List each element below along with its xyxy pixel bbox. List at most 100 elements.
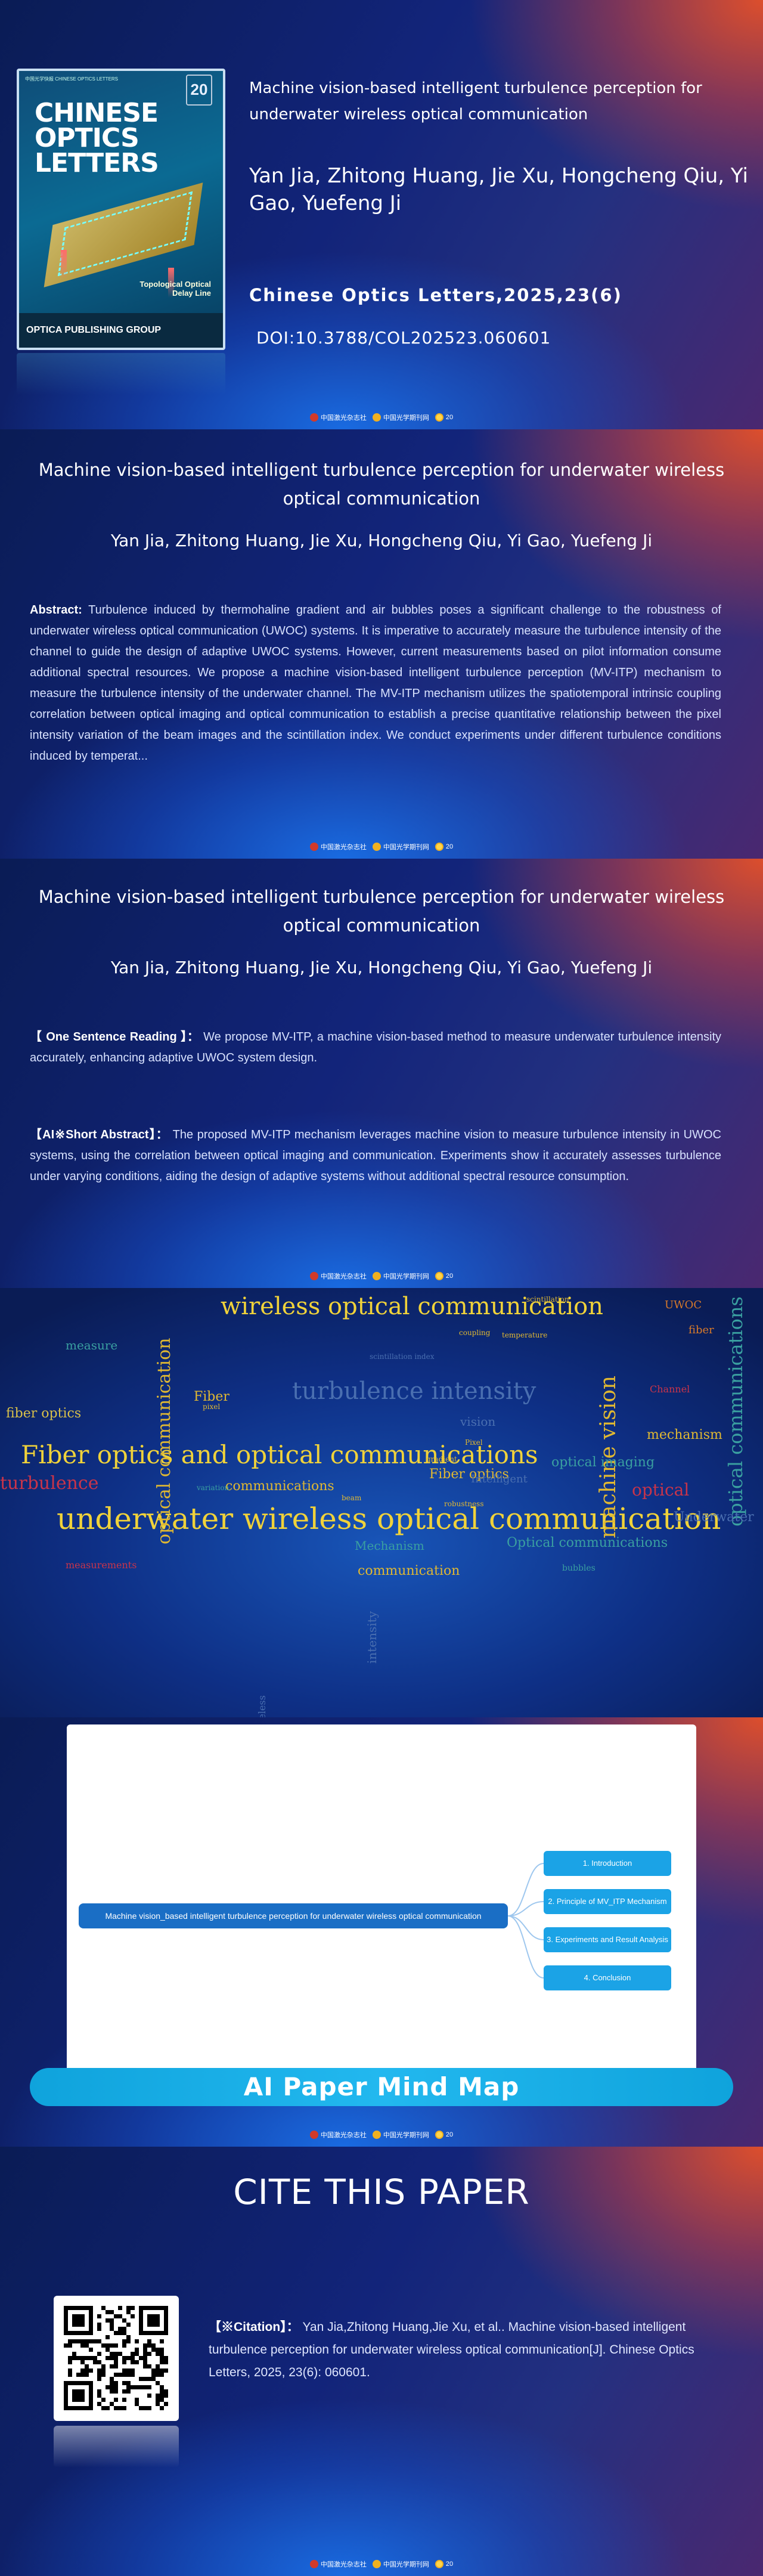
journal-net-logo: 中国光学期刊网	[372, 2130, 429, 2140]
anniversary-logo: 20	[435, 413, 453, 422]
anniversary-badge: 20	[186, 75, 212, 106]
mind-map-connectors	[507, 1863, 544, 1979]
logo-text: 20	[445, 1272, 454, 1280]
word-cloud-term: scintillation	[526, 1295, 569, 1304]
cover-top-text: 中国光学快报 CHINESE OPTICS LETTERS	[25, 76, 119, 82]
paper-authors: Yan Jia, Zhitong Huang, Jie Xu, Hongchen…	[110, 531, 653, 550]
abstract-label: Abstract:	[30, 603, 82, 617]
logo-icon	[309, 413, 318, 422]
logo-icon	[435, 1272, 443, 1280]
word-cloud-term: optical communications	[724, 1296, 747, 1527]
journal-net-logo: 中国光学期刊网	[372, 2559, 429, 2569]
cover-reflection	[17, 353, 225, 395]
logo-icon	[372, 2560, 381, 2568]
logo-text: 中国光学期刊网	[383, 2132, 429, 2139]
cover-caption: Topological Optical Delay Line	[139, 280, 211, 298]
ai-short-abstract-label: 【AI※Short Abstract】：	[30, 1128, 169, 1141]
logo-text: 中国光学期刊网	[383, 844, 429, 851]
logo-icon	[435, 2131, 443, 2139]
journal-citation: Chinese Optics Letters,2025,23(6)	[249, 285, 622, 305]
logo-text: 中国激光杂志社	[320, 844, 367, 851]
word-cloud-term: Optical communications	[507, 1535, 668, 1550]
one-sentence-text: We propose MV-ITP, a machine vision-base…	[30, 1030, 722, 1064]
word-cloud-term: temperature	[502, 1331, 548, 1339]
mind-map-panel: Machine vision_based intelligent turbule…	[0, 1717, 763, 2147]
logo-text: 20	[445, 414, 454, 421]
light-ray-icon	[61, 250, 67, 280]
publisher-logo: 中国激光杂志社	[309, 1271, 367, 1281]
cite-heading: CITE THIS PAPER	[233, 2172, 530, 2212]
logo-text: 20	[445, 2560, 454, 2568]
word-cloud-term: scintillation index	[370, 1352, 435, 1361]
mind-map-node-principle[interactable]: 2. Principle of MV_ITP Mechanism	[544, 1889, 671, 1914]
word-cloud-term: mechanism	[647, 1428, 722, 1442]
word-cloud-term: optical communication	[154, 1337, 175, 1544]
qr-code[interactable]	[54, 2296, 179, 2421]
word-cloud-term: optical	[632, 1480, 690, 1500]
word-cloud-term: measure	[66, 1338, 118, 1352]
ai-short-abstract-block: 【AI※Short Abstract】： The proposed MV-ITP…	[30, 1125, 721, 1187]
word-cloud-term: intensity	[365, 1611, 379, 1664]
word-cloud-term: optical imaging	[551, 1455, 655, 1470]
logo-text: 20	[445, 2131, 454, 2138]
logo-text: 中国激光杂志社	[320, 414, 367, 422]
publisher-logo: 中国激光杂志社	[309, 2559, 367, 2569]
word-cloud-term: Fiber optics and optical communications	[21, 1440, 538, 1469]
one-sentence-label: 【 One Sentence Reading 】：	[30, 1030, 200, 1044]
word-cloud-term: communication	[358, 1563, 460, 1578]
cover-footer: OPTICA PUBLISHING GROUP	[19, 313, 223, 348]
citation-label: 【※Citation】：	[209, 2320, 299, 2334]
anniversary-logo: 20	[435, 843, 453, 851]
footer-logos: 中国激光杂志社 中国光学期刊网 20	[0, 2130, 763, 2140]
publisher-logo: 中国激光杂志社	[309, 413, 367, 422]
footer-logos: 中国激光杂志社 中国光学期刊网 20	[0, 1271, 763, 1281]
anniversary-logo: 20	[435, 1272, 453, 1280]
mind-map-card: Machine vision_based intelligent turbule…	[67, 1724, 696, 2076]
publisher-name: OPTICA PUBLISHING GROUP	[26, 325, 162, 335]
logo-icon	[435, 413, 443, 422]
mind-map-node-experiments[interactable]: 3. Experiments and Result Analysis	[544, 1927, 671, 1952]
mind-map-banner: AI Paper Mind Map	[30, 2068, 733, 2106]
light-ray-icon	[168, 268, 174, 298]
logo-text: 中国激光杂志社	[320, 2132, 367, 2139]
abstract-block: Abstract: Turbulence induced by thermoha…	[30, 600, 721, 767]
publisher-logo: 中国激光杂志社	[309, 2130, 367, 2140]
paper-title: Machine vision-based intelligent turbule…	[38, 460, 725, 509]
mind-map-node-conclusion[interactable]: 4. Conclusion	[544, 1965, 671, 1990]
word-cloud-term: communications	[225, 1479, 334, 1494]
word-cloud-term: variation	[197, 1484, 229, 1492]
logo-icon	[372, 413, 381, 422]
logo-text: 中国光学期刊网	[383, 414, 429, 422]
word-cloud-term: pixel	[203, 1402, 221, 1411]
abstract-panel: Machine vision-based intelligent turbule…	[0, 429, 763, 859]
cover-panel: 中国光学快报 CHINESE OPTICS LETTERS 20 CHINESE…	[0, 0, 763, 429]
logo-icon	[372, 2131, 381, 2139]
word-cloud-term: Fiber optics	[429, 1467, 509, 1482]
logo-text: 中国激光杂志社	[320, 2561, 367, 2568]
paper-title: Machine vision-based intelligent turbule…	[249, 79, 702, 123]
summary-panel: Machine vision-based intelligent turbule…	[0, 859, 763, 1288]
word-cloud-term: robustness	[444, 1500, 484, 1508]
mind-map-root[interactable]: Machine vision_based intelligent turbule…	[79, 1903, 508, 1928]
logo-icon	[309, 1272, 318, 1280]
word-cloud-term: wireless	[256, 1695, 268, 1717]
logo-icon	[435, 2560, 443, 2568]
anniversary-logo: 20	[435, 2560, 453, 2568]
abstract-text: Turbulence induced by thermohaline gradi…	[30, 603, 721, 763]
journal-cover-image: 中国光学快报 CHINESE OPTICS LETTERS 20 CHINESE…	[17, 69, 225, 350]
journal-net-logo: 中国光学期刊网	[372, 842, 429, 852]
journal-net-logo: 中国光学期刊网	[372, 413, 429, 422]
mind-map-node-introduction[interactable]: 1. Introduction	[544, 1851, 671, 1876]
logo-text: 中国光学期刊网	[383, 1273, 429, 1280]
word-cloud-term: Mechanism	[355, 1538, 424, 1553]
paper-authors: Yan Jia, Zhitong Huang, Jie Xu, Hongchen…	[110, 958, 653, 977]
logo-text: 20	[445, 843, 454, 850]
logo-icon	[372, 1272, 381, 1280]
word-cloud-term: fiber	[688, 1324, 714, 1336]
word-cloud-term: Channel	[650, 1383, 690, 1395]
word-cloud-term: Fiber	[194, 1389, 229, 1404]
logo-icon	[435, 843, 443, 851]
word-cloud-term: turbulence intensity	[292, 1377, 536, 1405]
journal-net-logo: 中国光学期刊网	[372, 1271, 429, 1281]
citation-block: 【※Citation】： Yan Jia,Zhitong Huang,Jie X…	[209, 2316, 703, 2384]
